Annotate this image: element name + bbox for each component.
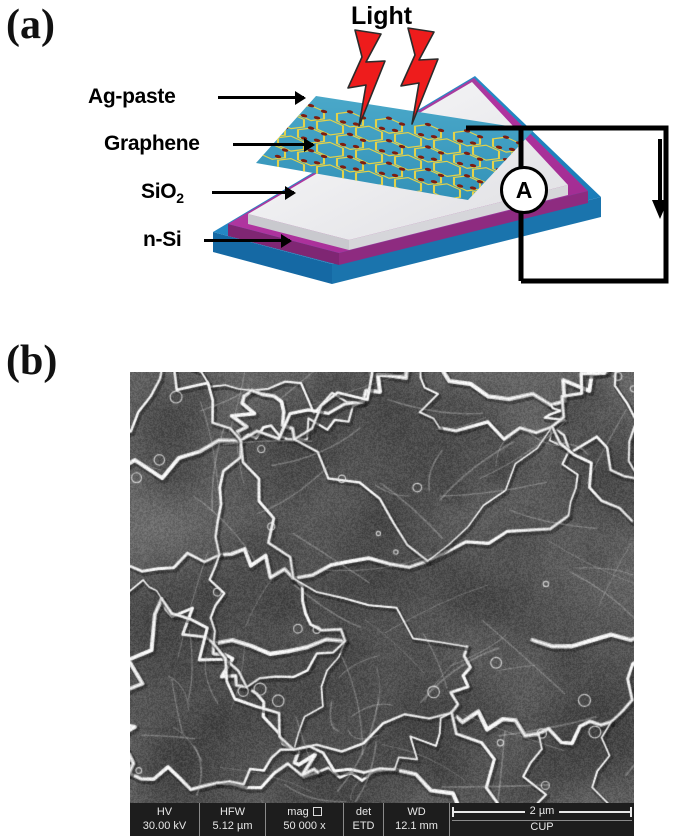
scale-bar: 2 µm (452, 804, 632, 820)
layer-label-sio2: SiO2 (141, 180, 184, 207)
layer-label-n-si: n-Si (143, 228, 182, 251)
ammeter-label: A (515, 176, 533, 203)
mag-square-icon (312, 806, 322, 816)
databar-cell-scalebar: 2 µm CUP (450, 803, 634, 836)
arrow-ag-paste (218, 96, 304, 99)
databar-hfw-label: HFW (219, 805, 246, 818)
arrow-n-si (204, 239, 290, 242)
light-source-label: Light (351, 2, 413, 30)
scale-bar-line-right (559, 806, 632, 817)
databar-mag-label: mag (287, 805, 309, 818)
databar-cell-wd: WD 12.1 mm (384, 803, 450, 836)
arrow-graphene (233, 143, 313, 146)
panel-a-schematic: (a) Light (0, 0, 700, 330)
panel-b-label: (b) (6, 338, 58, 384)
databar-hv-label: HV (156, 805, 173, 818)
scale-bar-text: 2 µm (529, 804, 555, 817)
databar-det-label: det (355, 805, 372, 818)
ammeter-symbol: A (500, 166, 548, 214)
current-direction-arrow (652, 139, 668, 219)
sem-image (130, 372, 634, 803)
arrow-sio2 (212, 191, 294, 194)
databar-hv-value: 30.00 kV (142, 819, 187, 832)
databar-hfw-value: 5.12 µm (212, 819, 253, 832)
device-stack-illustration (213, 27, 669, 284)
light-bolt-icon (347, 27, 439, 127)
databar-cell-mag: mag 50 000 x (266, 803, 344, 836)
databar-cell-hfw: HFW 5.12 µm (200, 803, 266, 836)
databar-cell-hv: HV 30.00 kV (130, 803, 200, 836)
databar-mag-value: 50 000 x (283, 819, 326, 832)
databar-institution: CUP (452, 819, 632, 836)
layer-label-ag-paste: Ag-paste (88, 85, 176, 108)
databar-wd-value: 12.1 mm (395, 819, 438, 832)
databar-det-value: ETD (352, 819, 375, 832)
layer-label-graphene: Graphene (104, 132, 200, 155)
panel-b-sem-micrograph: HV 30.00 kV HFW 5.12 µm mag 50 000 x det… (130, 372, 634, 836)
scale-bar-line-left (452, 806, 525, 817)
databar-cell-det: det ETD (344, 803, 384, 836)
databar-wd-label: WD (407, 805, 426, 818)
databar-mag-label-wrap: mag (287, 805, 322, 820)
panel-a-label: (a) (6, 2, 55, 48)
sem-databar: HV 30.00 kV HFW 5.12 µm mag 50 000 x det… (130, 803, 634, 836)
